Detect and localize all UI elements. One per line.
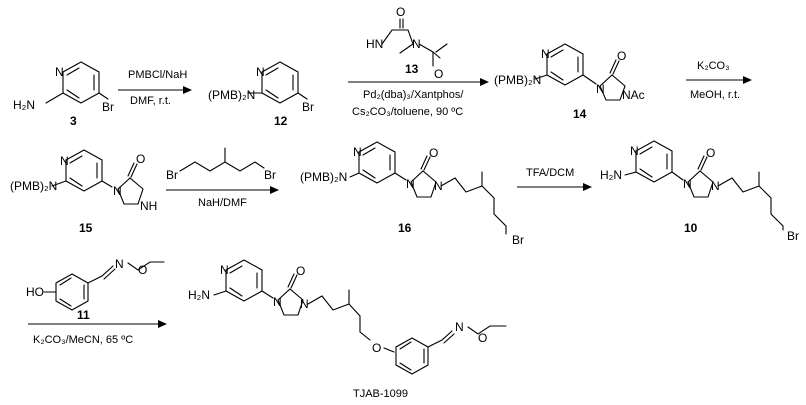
bromo-label: Br [102,100,114,114]
oxime-n-label: N [115,257,124,271]
step3-solvent: MeOH, r.t. [690,89,740,101]
compound-10: N H₂N N O N Br 10 [600,140,799,243]
carbonyl-o-label: O [296,264,305,278]
bromo-label: Br [787,229,799,243]
ring-n2-label: N [300,297,309,311]
reagent-13: O HN N O [366,5,448,81]
amine-label: H₂N [188,288,210,302]
step2-catalyst: Pd₂(dba)₃/Xantphos/ [363,89,464,101]
reaction-arrow-step2: 13 Pd₂(dba)₃/Xantphos/ Cs₂CO₃/toluene, 9… [348,62,489,118]
ring-n2-label: N [711,179,720,193]
reagent-11: HO N O [26,257,165,311]
compound-14: N (PMB)₂N N O NAc 14 [494,43,645,121]
pmb-amine-label: (PMB)₂N [208,88,255,102]
pyridine-n-label: N [256,65,265,79]
reagent-number-13: 13 [405,62,419,76]
step4-conditions: NaH/DMF [198,197,247,209]
nh-label: HN [366,37,383,51]
reaction-arrow-step3: K₂CO₃ MeOH, r.t. [686,60,752,101]
acetyl-o-label: O [434,67,443,81]
reaction-arrow-step4: NaH/DMF [166,186,279,209]
compound-number-15: 15 [79,221,93,235]
ring-n-label: N [596,82,605,96]
amine-label: H₂N [13,98,35,112]
pyridine-n-label: N [541,47,550,61]
step3-base: K₂CO₃ [697,60,730,72]
compound-tjab-1099: N H₂N N O N O N O TJAB-1099 [188,259,507,400]
pyridine-n-label: N [60,154,69,168]
amine-label: H₂N [600,168,622,182]
step2-conditions: Cs₂CO₃/toluene, 90 ºC [352,106,463,118]
pmb-amine-label: (PMB)₂N [494,73,541,87]
compound-16: N (PMB)₂N N O N Br 16 [300,141,524,247]
amide-n-label: N [412,37,421,51]
compound-3: N H₂N Br 3 [13,61,114,128]
carbonyl-o-label: O [429,146,438,160]
ring-n-label: N [113,184,122,198]
compound-12: N (PMB)₂N Br 12 [208,61,314,128]
carbonyl-o-label: O [617,49,626,63]
step1-solvent: DMF, r.t. [130,95,171,107]
carbonyl-o-label: O [136,152,145,166]
compound-number-12: 12 [274,114,288,128]
step1-reagent: PMBCl/NaH [128,69,187,81]
bromo-label: Br [302,100,314,114]
carbonyl-o-label: O [396,5,405,19]
pyridine-n-label: N [220,263,229,277]
ring-n-label: N [683,177,692,191]
bromo-right-label: Br [264,168,276,182]
pyridine-n-label: N [630,144,639,158]
pyridine-n-label: N [55,65,64,79]
oxime-n-label: N [455,320,464,334]
reagent-number-11: 11 [77,308,90,322]
compound-number-16: 16 [398,221,412,235]
step5-reagent: TFA/DCM [526,167,574,179]
ring-n2-label: N [434,179,443,193]
bromo-left-label: Br [166,168,178,182]
compound-number-3: 3 [70,114,77,128]
compound-15: N (PMB)₂N N O NH 15 [10,149,157,235]
pmb-amine-label: (PMB)₂N [300,170,347,184]
pmb-amine-label: (PMB)₂N [10,179,57,193]
bromo-label: Br [512,233,524,247]
ring-n-label: N [406,177,415,191]
product-name: TJAB-1099 [353,388,408,400]
reaction-arrow-step1: PMBCl/NaH DMF, r.t. [118,69,192,107]
compound-number-10: 10 [684,221,698,235]
ring-n-label: N [273,295,282,309]
hydroxyl-label: HO [26,285,44,299]
nac-label: NAc [622,88,645,102]
carbonyl-o-label: O [706,146,715,160]
step6-conditions: K₂CO₃/MeCN, 65 ºC [33,334,133,346]
nh-label: NH [140,199,157,213]
oxime-o-label: O [138,263,147,277]
reaction-arrow-step6: 11 K₂CO₃/MeCN, 65 ºC [28,308,167,346]
ether-o-label: O [372,341,381,355]
reaction-arrow-step5: TFA/DCM [517,167,592,191]
dibromide-reagent: Br Br [166,147,276,182]
compound-number-14: 14 [573,107,587,121]
pyridine-n-label: N [353,145,362,159]
oxime-o-label: O [478,331,487,345]
